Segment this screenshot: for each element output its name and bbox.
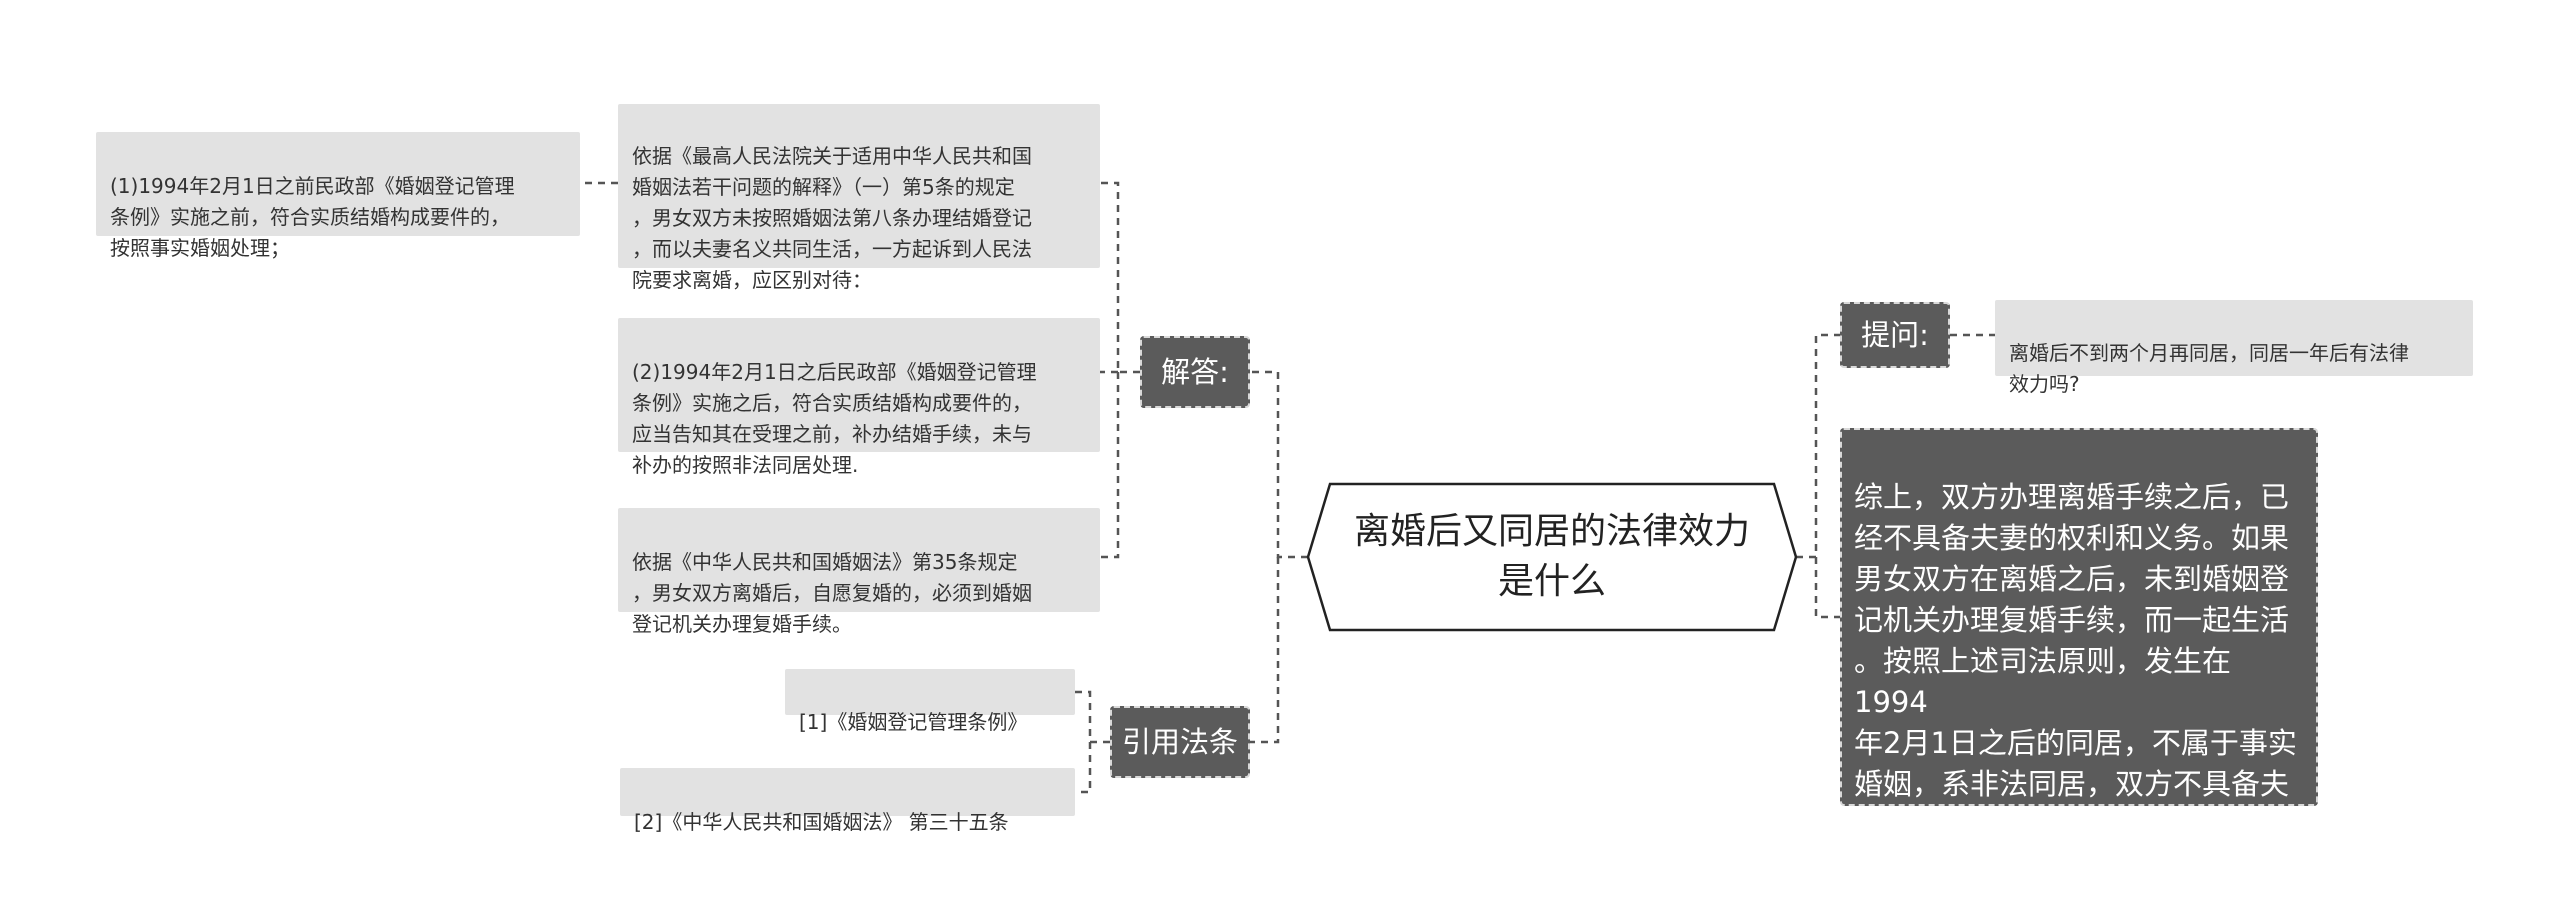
branch-citations[interactable]: 引用法条 xyxy=(1110,706,1250,778)
summary-text: 综上，双方办理离婚手续之后，已 经不具备夫妻的权利和义务。如果 男女双方在离婚之… xyxy=(1854,480,2297,883)
citation-item[interactable]: [1]《婚姻登记管理条例》 xyxy=(785,669,1075,734)
answer-case2-text: (2)1994年2月1日之后民政部《婚姻登记管理 条例》实施之后，符合实质结婚构… xyxy=(632,360,1037,477)
central-topic[interactable]: 离婚后又同居的法律效力 是什么 xyxy=(1330,484,1774,630)
connector-answer-leaves xyxy=(1100,181,1140,559)
connector-citations-items xyxy=(1075,690,1110,794)
branch-citations-label: 引用法条 xyxy=(1121,725,1238,759)
central-topic-frame xyxy=(1306,482,1798,632)
branch-answer[interactable]: 解答: xyxy=(1140,336,1250,408)
connector-central-citations xyxy=(1250,557,1280,744)
connector-central-question xyxy=(1796,333,1840,559)
central-topic-title: 离婚后又同居的法律效力 是什么 xyxy=(1353,511,1750,602)
answer-intro-note[interactable]: 依据《最高人民法院关于适用中华人民共和国 婚姻法若干问题的解释》（一）第5条的规… xyxy=(618,104,1100,292)
citation-item-text: [2]《中华人民共和国婚姻法》 第三十五条 xyxy=(634,810,1009,834)
branch-question[interactable]: 提问: xyxy=(1840,302,1950,368)
answer-law35-note[interactable]: 依据《中华人民共和国婚姻法》第35条规定 ，男女双方离婚后，自愿复婚的，必须到婚… xyxy=(618,508,1100,636)
citation-item[interactable]: [2]《中华人民共和国婚姻法》 第三十五条 xyxy=(620,768,1075,834)
answer-case1-text: (1)1994年2月1日之前民政部《婚姻登记管理 条例》实施之前，符合实质结婚构… xyxy=(110,174,515,260)
branch-question-label: 提问: xyxy=(1861,318,1929,352)
connector-central-answer xyxy=(1250,370,1308,559)
citation-item-text: [1]《婚姻登记管理条例》 xyxy=(799,710,1028,734)
summary-note[interactable]: 综上，双方办理离婚手续之后，已 经不具备夫妻的权利和义务。如果 男女双方在离婚之… xyxy=(1840,428,2318,883)
answer-intro-text: 依据《最高人民法院关于适用中华人民共和国 婚姻法若干问题的解释》（一）第5条的规… xyxy=(632,144,1032,292)
answer-law35-text: 依据《中华人民共和国婚姻法》第35条规定 ，男女双方离婚后，自愿复婚的，必须到婚… xyxy=(632,550,1032,636)
answer-case2-note[interactable]: (2)1994年2月1日之后民政部《婚姻登记管理 条例》实施之后，符合实质结婚构… xyxy=(618,318,1100,477)
branch-answer-label: 解答: xyxy=(1161,355,1229,389)
answer-case1-note[interactable]: (1)1994年2月1日之前民政部《婚姻登记管理 条例》实施之前，符合实质结婚构… xyxy=(96,132,580,260)
connector-central-summary xyxy=(1814,557,1840,619)
question-note[interactable]: 离婚后不到两个月再同居，同居一年后有法律 效力吗? xyxy=(1995,300,2473,396)
question-text: 离婚后不到两个月再同居，同居一年后有法律 效力吗? xyxy=(2009,341,2409,396)
